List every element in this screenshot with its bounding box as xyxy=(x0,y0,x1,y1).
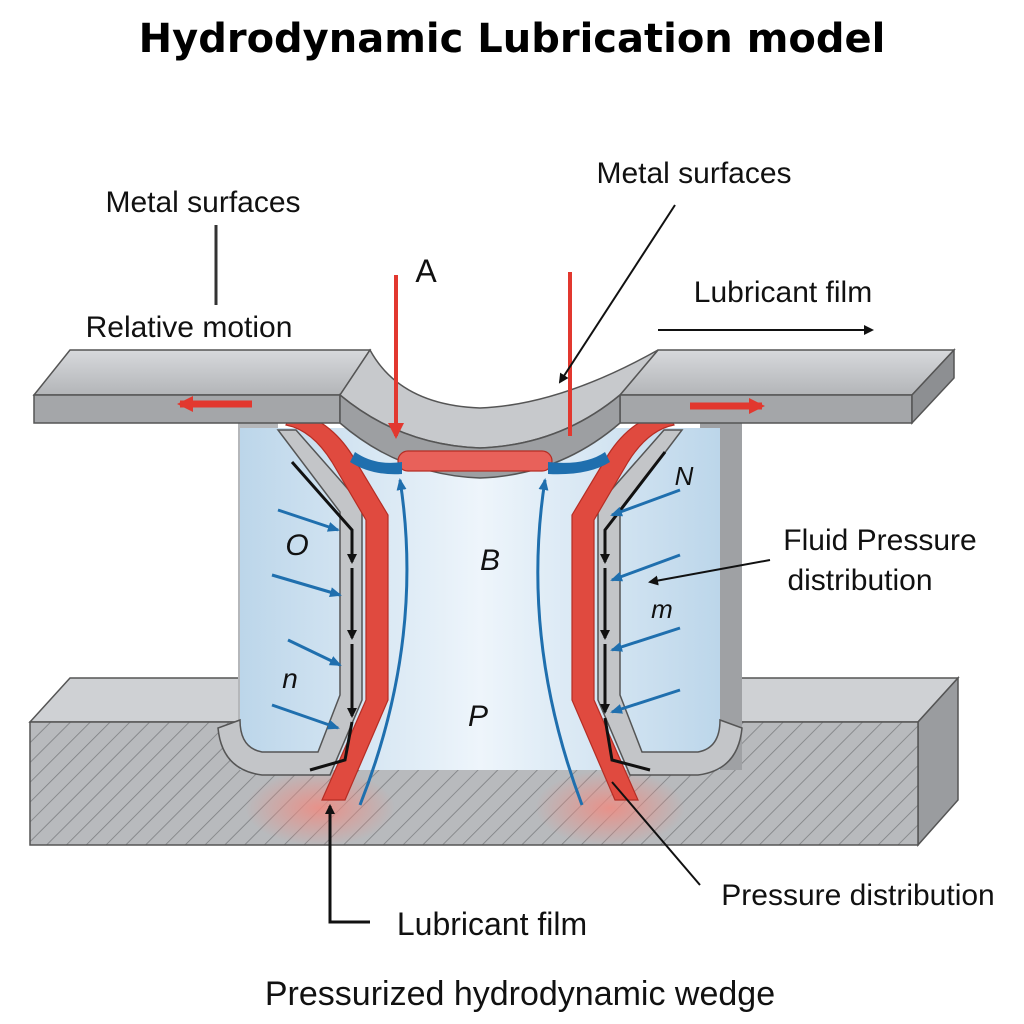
label-metal-surfaces-left: Metal surfaces xyxy=(105,186,300,219)
label-lubricant-film-top: Lubricant film xyxy=(694,276,872,309)
variable-n-lower: n xyxy=(282,663,298,694)
pressure-arrows-right xyxy=(610,488,681,714)
label-lubricant-film-bottom: Lubricant film xyxy=(397,906,587,942)
flow-curve-right xyxy=(536,478,584,806)
leader-pressure-distribution xyxy=(611,781,701,886)
pressure-glow-left xyxy=(245,770,395,846)
label-relative-motion: Relative motion xyxy=(86,311,293,344)
liner-right xyxy=(597,429,743,776)
diagram-title: Hydrodynamic Lubrication model xyxy=(139,16,886,62)
pressure-band-right xyxy=(548,452,610,475)
label-fluid-pressure-line1: Fluid Pressure xyxy=(783,524,976,557)
flow-arrows-right xyxy=(600,451,667,772)
flow-arrows-left xyxy=(290,461,357,772)
leader-fluid-pressure xyxy=(648,559,771,586)
label-metal-surfaces-right: Metal surfaces xyxy=(596,157,791,190)
label-fluid-pressure-line2: distribution xyxy=(787,564,932,597)
lubricant-pad-top xyxy=(397,450,553,472)
variable-a: A xyxy=(415,253,437,289)
pressure-arrows-left xyxy=(271,508,342,730)
label-pressure-distribution: Pressure distribution xyxy=(721,879,994,912)
variable-o: O xyxy=(285,529,308,562)
variable-m: m xyxy=(651,594,673,624)
pressure-glow-right xyxy=(535,770,685,846)
variable-b: B xyxy=(480,544,500,577)
diagram-caption: Pressurized hydrodynamic wedge xyxy=(265,975,775,1013)
variable-p: P xyxy=(468,700,488,733)
leader-lubricant-bottom xyxy=(325,804,370,924)
liner-left xyxy=(217,429,363,776)
variable-n-upper: N xyxy=(675,461,694,491)
flow-curve-left xyxy=(358,478,409,806)
pressure-band-left xyxy=(350,452,402,475)
leader-metal-right xyxy=(558,204,676,384)
